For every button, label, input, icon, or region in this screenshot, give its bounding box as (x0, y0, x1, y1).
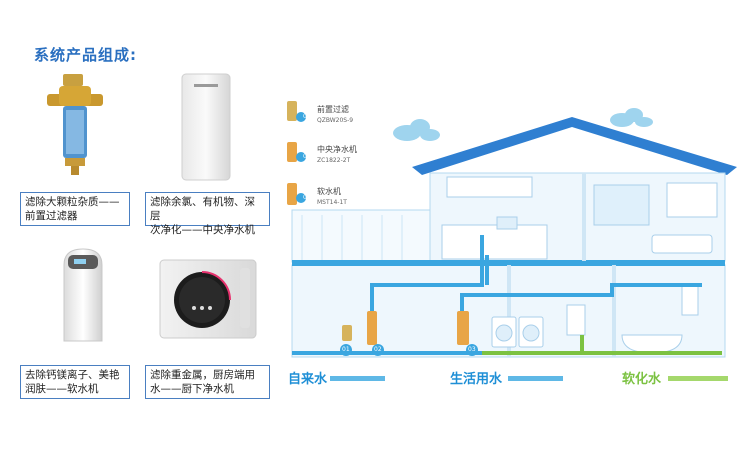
component-label: 软水机 (317, 187, 341, 196)
water-softener-icon (63, 248, 103, 342)
section-title: 系统产品组成: (34, 46, 137, 64)
marker-number: 01 (303, 113, 311, 120)
component-code: MST14-1T (317, 199, 347, 206)
prefilter-image (45, 72, 105, 177)
caption-line: 水——厨下净水机 (150, 383, 234, 395)
cloud-icon (610, 108, 653, 127)
central-purifier-image (180, 72, 232, 182)
under-sink-purifier-icon (159, 259, 257, 339)
legend-soft-water: 软化水 (622, 372, 662, 387)
prefilter-icon (47, 74, 103, 175)
caption-line: 前置过滤器 (25, 210, 78, 222)
legend-soft-water-bar (668, 376, 728, 381)
central-purifier-icon (181, 73, 231, 181)
under-sink-purifier-image (158, 258, 258, 340)
roof (412, 117, 737, 175)
component-label: 前置过滤 (317, 105, 349, 114)
legend-tap-water-bar (330, 376, 385, 381)
central-purifier-caption: 滤除余氯、有机物、深层 次净化——中央净水机 (145, 192, 270, 236)
caption-line: 滤除重金属，厨房端用 (150, 369, 255, 381)
central-purifier-tank (367, 311, 377, 345)
component-code: ZC1822-2T (317, 157, 351, 164)
house-illustration (287, 101, 737, 358)
component-code: QZBW20S-9 (317, 117, 354, 124)
prefilter-caption: 滤除大颗粒杂质—— 前置过滤器 (20, 192, 130, 226)
legend-tap-water: 自来水 (288, 372, 328, 387)
cloud-icon (393, 119, 440, 141)
caption-line: 滤除大颗粒杂质—— (25, 196, 120, 208)
pipe-marker: 02 (374, 346, 382, 353)
house-diagram: 前置过滤 QZBW20S-9 中央净水机 ZC1822-2T 软水机 MST14… (282, 95, 742, 395)
softener-tank (457, 311, 469, 345)
under-sink-purifier-caption: 滤除重金属，厨房端用 水——厨下净水机 (145, 365, 270, 399)
water-softener-caption: 去除钙镁离子、美艳 润肤——软水机 (20, 365, 130, 399)
water-softener-image (58, 245, 108, 345)
caption-line: 次净化——中央净水机 (150, 224, 255, 236)
marker-number: 03 (303, 194, 311, 201)
caption-line: 去除钙镁离子、美艳 (25, 369, 120, 381)
legend-domestic-water: 生活用水 (450, 372, 503, 387)
marker-number: 02 (303, 153, 311, 160)
prefilter-unit (342, 325, 352, 341)
pipe-marker: 03 (468, 346, 476, 353)
legend-domestic-water-bar (508, 376, 563, 381)
component-label: 中央净水机 (317, 145, 357, 154)
caption-line: 润肤——软水机 (25, 383, 99, 395)
caption-line: 滤除余氯、有机物、深层 (150, 196, 255, 222)
pipe-marker: 01 (342, 346, 350, 353)
